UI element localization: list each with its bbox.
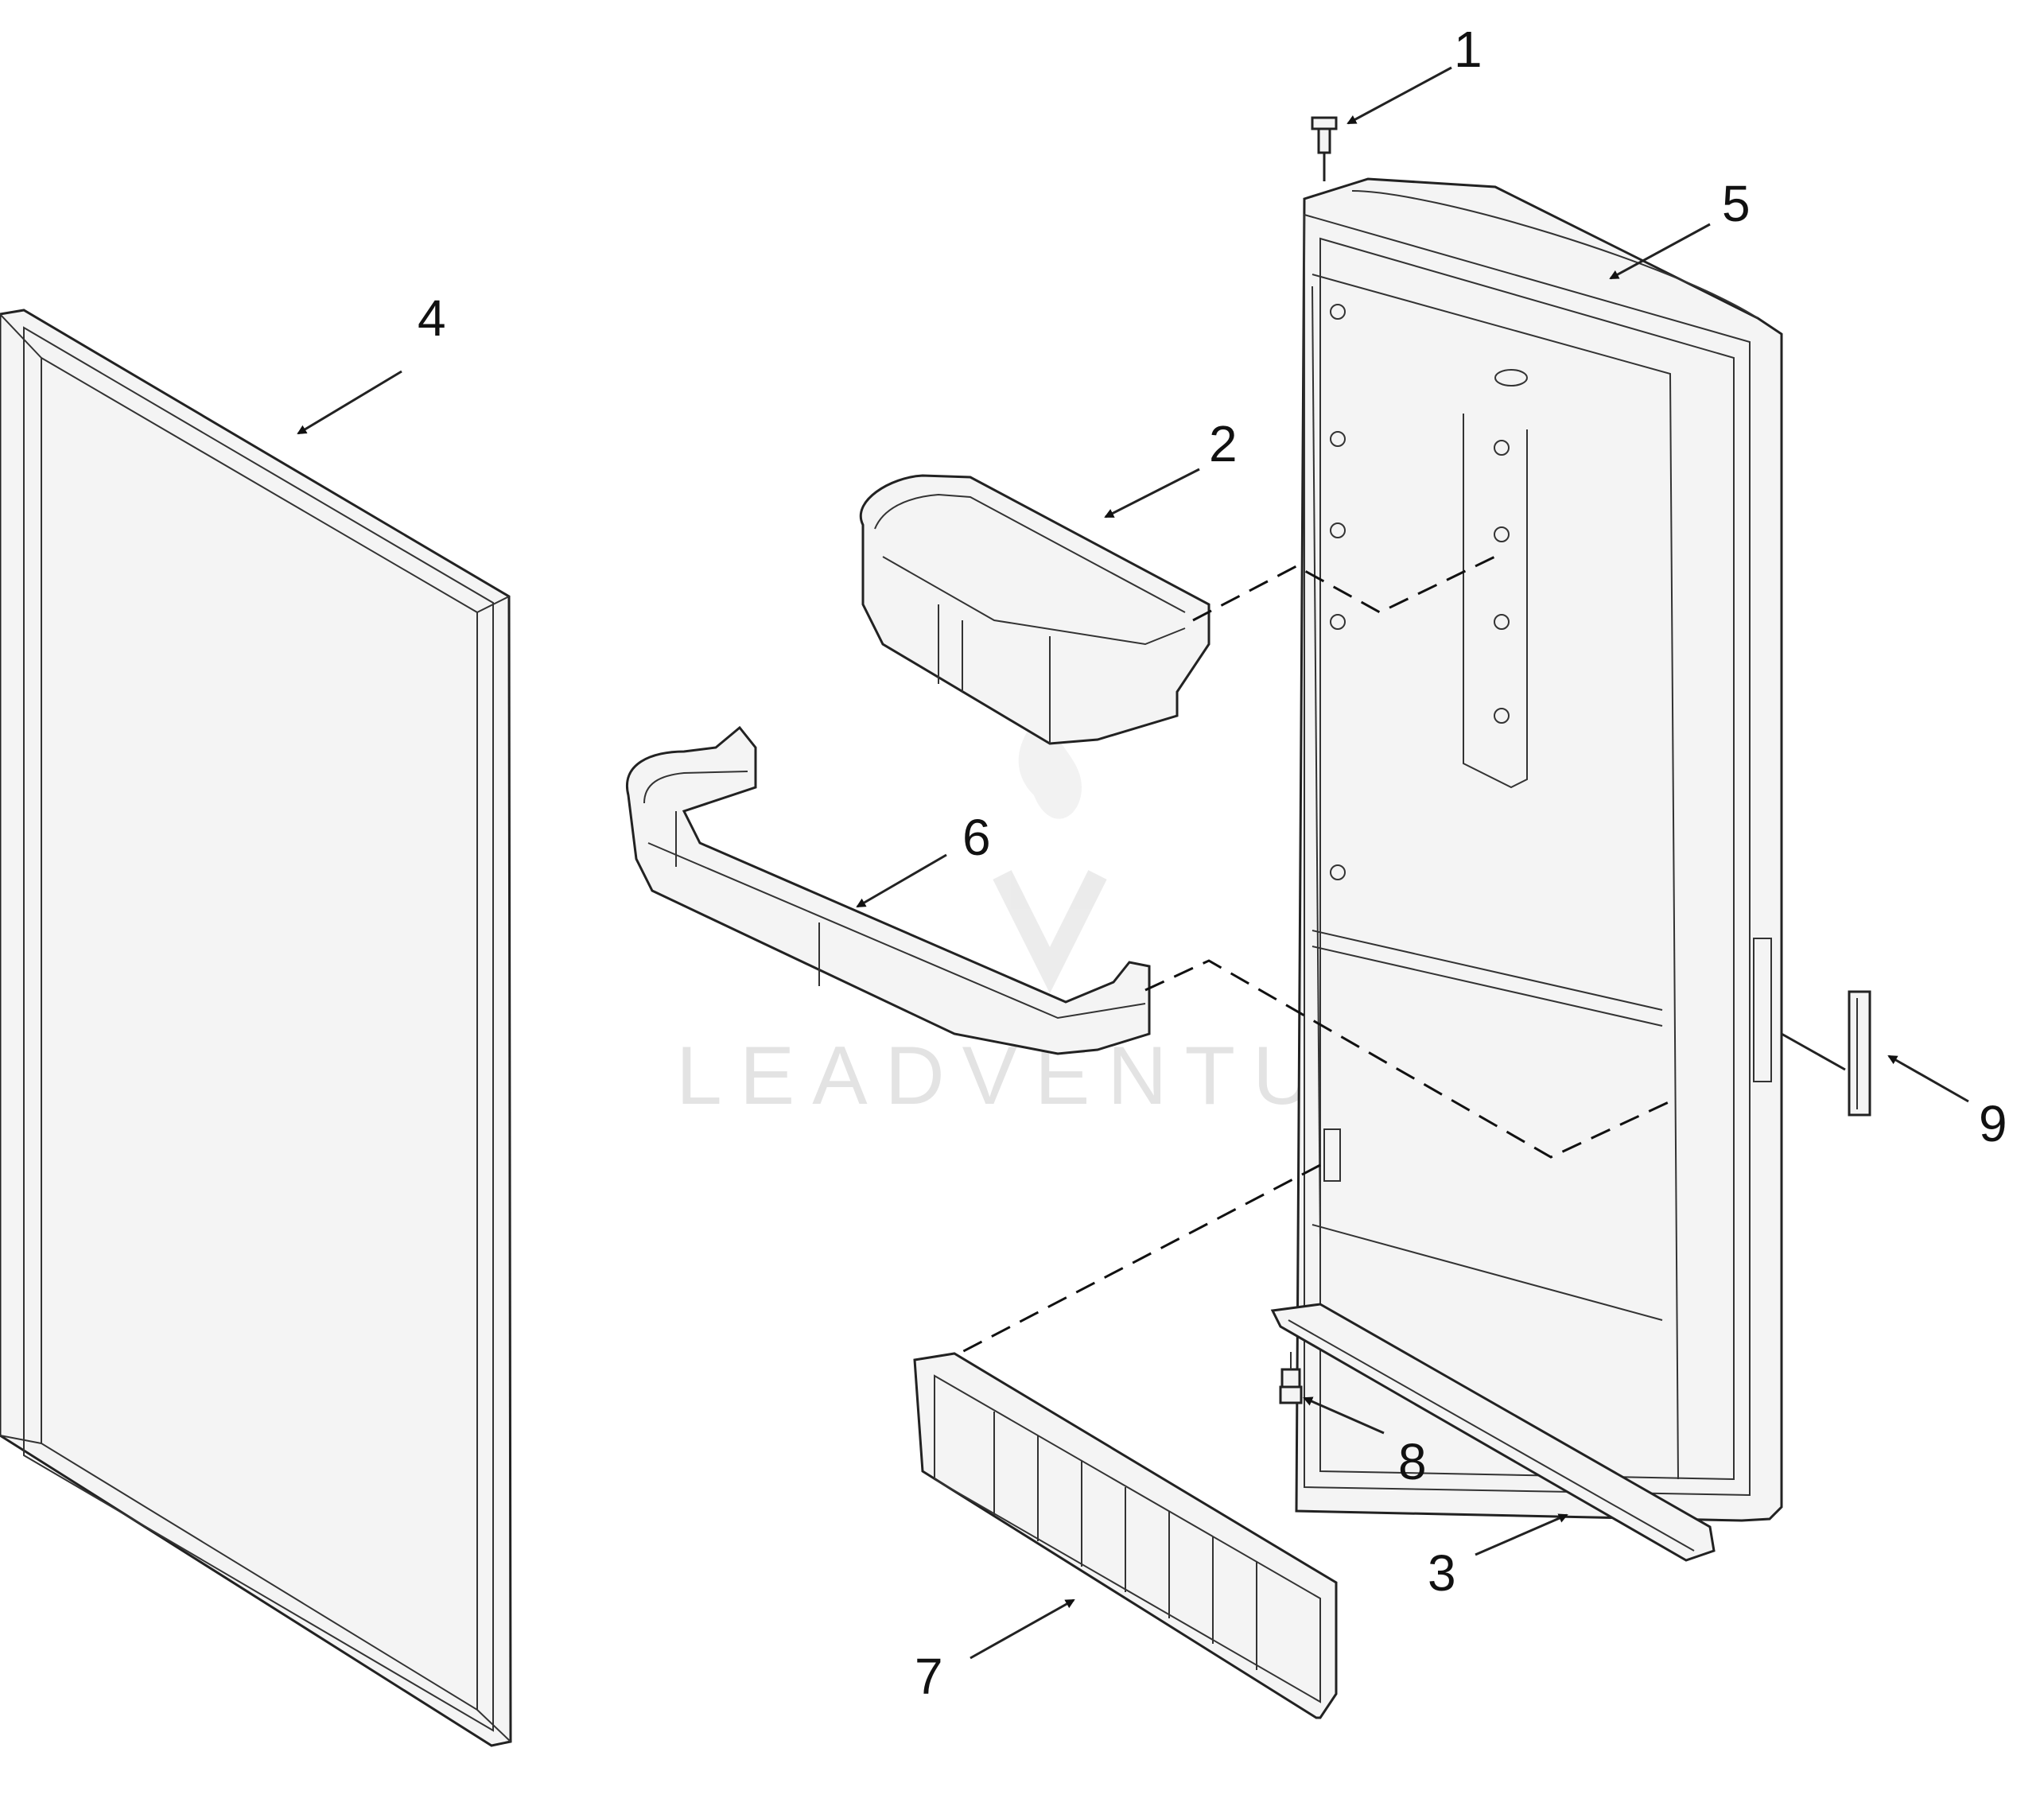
callout-1: 1 (1454, 21, 1482, 78)
hinge-bracket-part (1270, 1303, 1716, 1562)
callout-6: 6 (962, 809, 991, 866)
leader-arrow-2 (1104, 468, 1200, 519)
leader-arrows (297, 66, 1969, 1660)
door-bin-part (860, 474, 1210, 745)
callout-9: 9 (1979, 1095, 2007, 1152)
leader-arrow-3 (1475, 1513, 1568, 1556)
leader-arrow-5 (1609, 223, 1711, 280)
callout-3: 3 (1428, 1544, 1456, 1602)
callout-8: 8 (1398, 1433, 1427, 1490)
callout-7: 7 (915, 1648, 943, 1705)
leader-arrow-6 (856, 853, 947, 908)
hinge-screw-part (1279, 1352, 1303, 1404)
top-screw-part (1311, 116, 1338, 181)
leader-arrow-9 (1887, 1055, 1969, 1103)
watermark-logo (993, 708, 1107, 994)
leader-arrow-4 (297, 370, 402, 435)
door-assembly-part (1295, 177, 1783, 1522)
leader-arrow-7 (970, 1598, 1075, 1660)
leader-arrow-1 (1346, 66, 1452, 125)
callout-5: 5 (1722, 175, 1751, 232)
wire-riser-part (913, 1352, 1338, 1719)
door-shelf-rail-part (626, 725, 1151, 1055)
callout-4: 4 (418, 289, 446, 347)
callout-labels: 1 2 3 4 5 6 7 8 9 (418, 21, 2007, 1705)
leader-arrow-8 (1303, 1396, 1385, 1435)
callout-2: 2 (1209, 415, 1238, 472)
assembly-lines (954, 551, 1846, 1358)
door-gasket-part (0, 309, 512, 1747)
handle-insert-part (1848, 990, 1871, 1117)
